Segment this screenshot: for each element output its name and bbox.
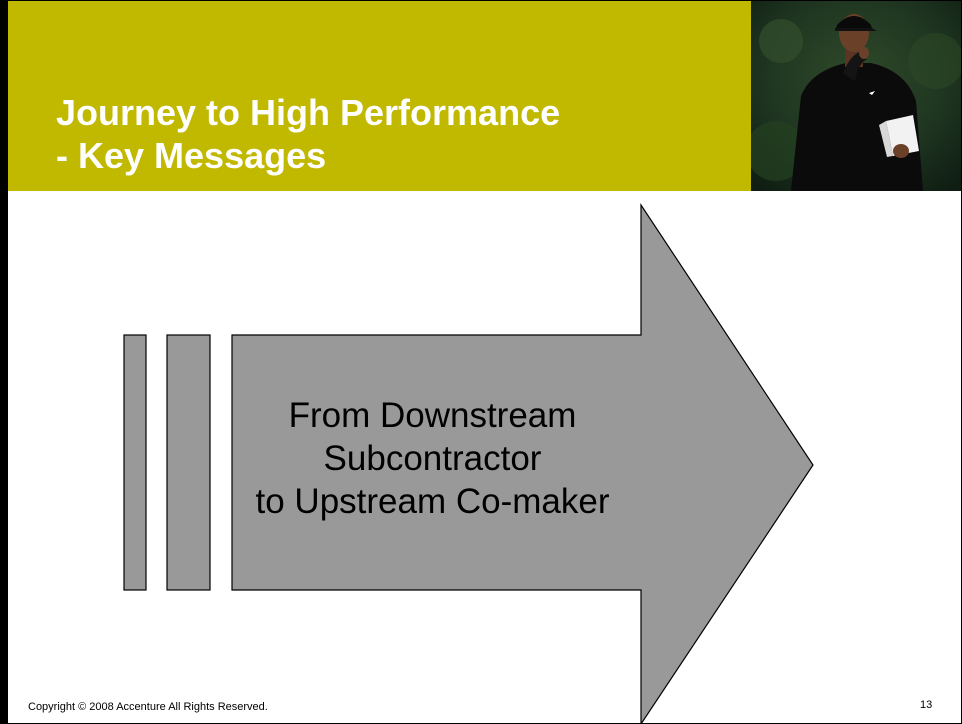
arrow-text-line-1: From Downstream [288, 396, 577, 435]
copyright-notice: Copyright © 2008 Accenture All Rights Re… [28, 701, 268, 713]
header-band: Journey to High Performance - Key Messag… [8, 1, 751, 191]
medium-bar [166, 334, 211, 591]
large-arrow [231, 203, 814, 723]
title-line-2: - Key Messages [56, 135, 327, 176]
arrow-text: From Downstream Subcontractor to Upstrea… [230, 394, 635, 523]
title-line-1: Journey to High Performance [56, 92, 561, 133]
arrow-text-line-3: to Upstream Co-maker [255, 482, 610, 521]
thin-bar [123, 334, 147, 591]
arrow-diagram [123, 203, 814, 723]
slide-title: Journey to High Performance - Key Messag… [56, 91, 560, 177]
page-number: 13 [920, 699, 933, 711]
golfer-photo [751, 1, 961, 191]
arrow-text-line-2: Subcontractor [323, 439, 542, 478]
